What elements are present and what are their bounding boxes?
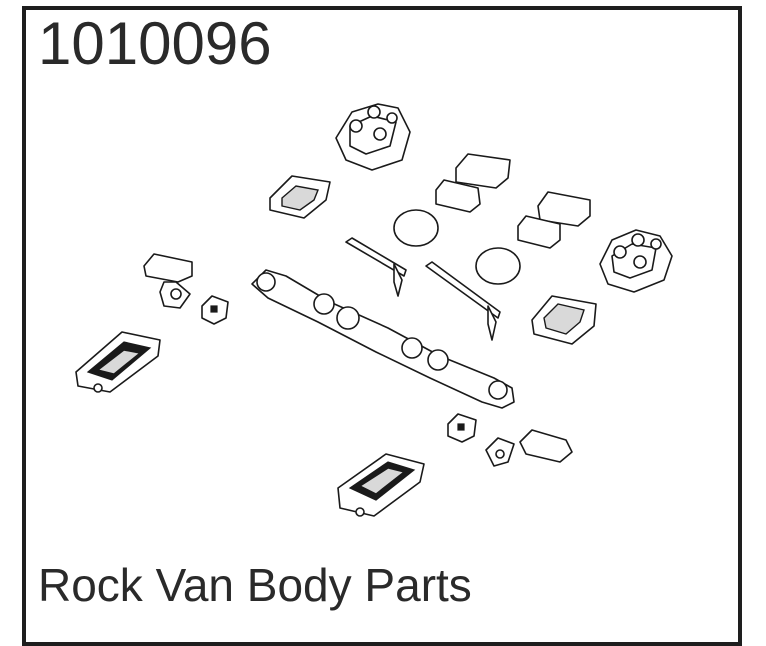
light-housing-right xyxy=(531,295,597,345)
grille-plate-bottom xyxy=(337,453,425,517)
light-housing-left xyxy=(269,175,331,219)
part-number: 1010096 xyxy=(38,10,272,77)
rectangular-pads xyxy=(435,153,591,249)
parts-illustration xyxy=(75,103,673,517)
round-covers xyxy=(393,209,521,285)
roof-rack-mount-top xyxy=(335,103,411,171)
wiper-right xyxy=(425,261,501,341)
mirror-right xyxy=(485,429,573,467)
small-clips xyxy=(201,295,477,443)
grille-plate-left xyxy=(75,331,161,393)
wiper-left xyxy=(345,237,407,297)
caption: Rock Van Body Parts xyxy=(38,559,472,611)
roof-rack-mount-right xyxy=(599,229,673,293)
bumper-bar xyxy=(251,269,515,409)
mirror-left xyxy=(143,253,193,309)
